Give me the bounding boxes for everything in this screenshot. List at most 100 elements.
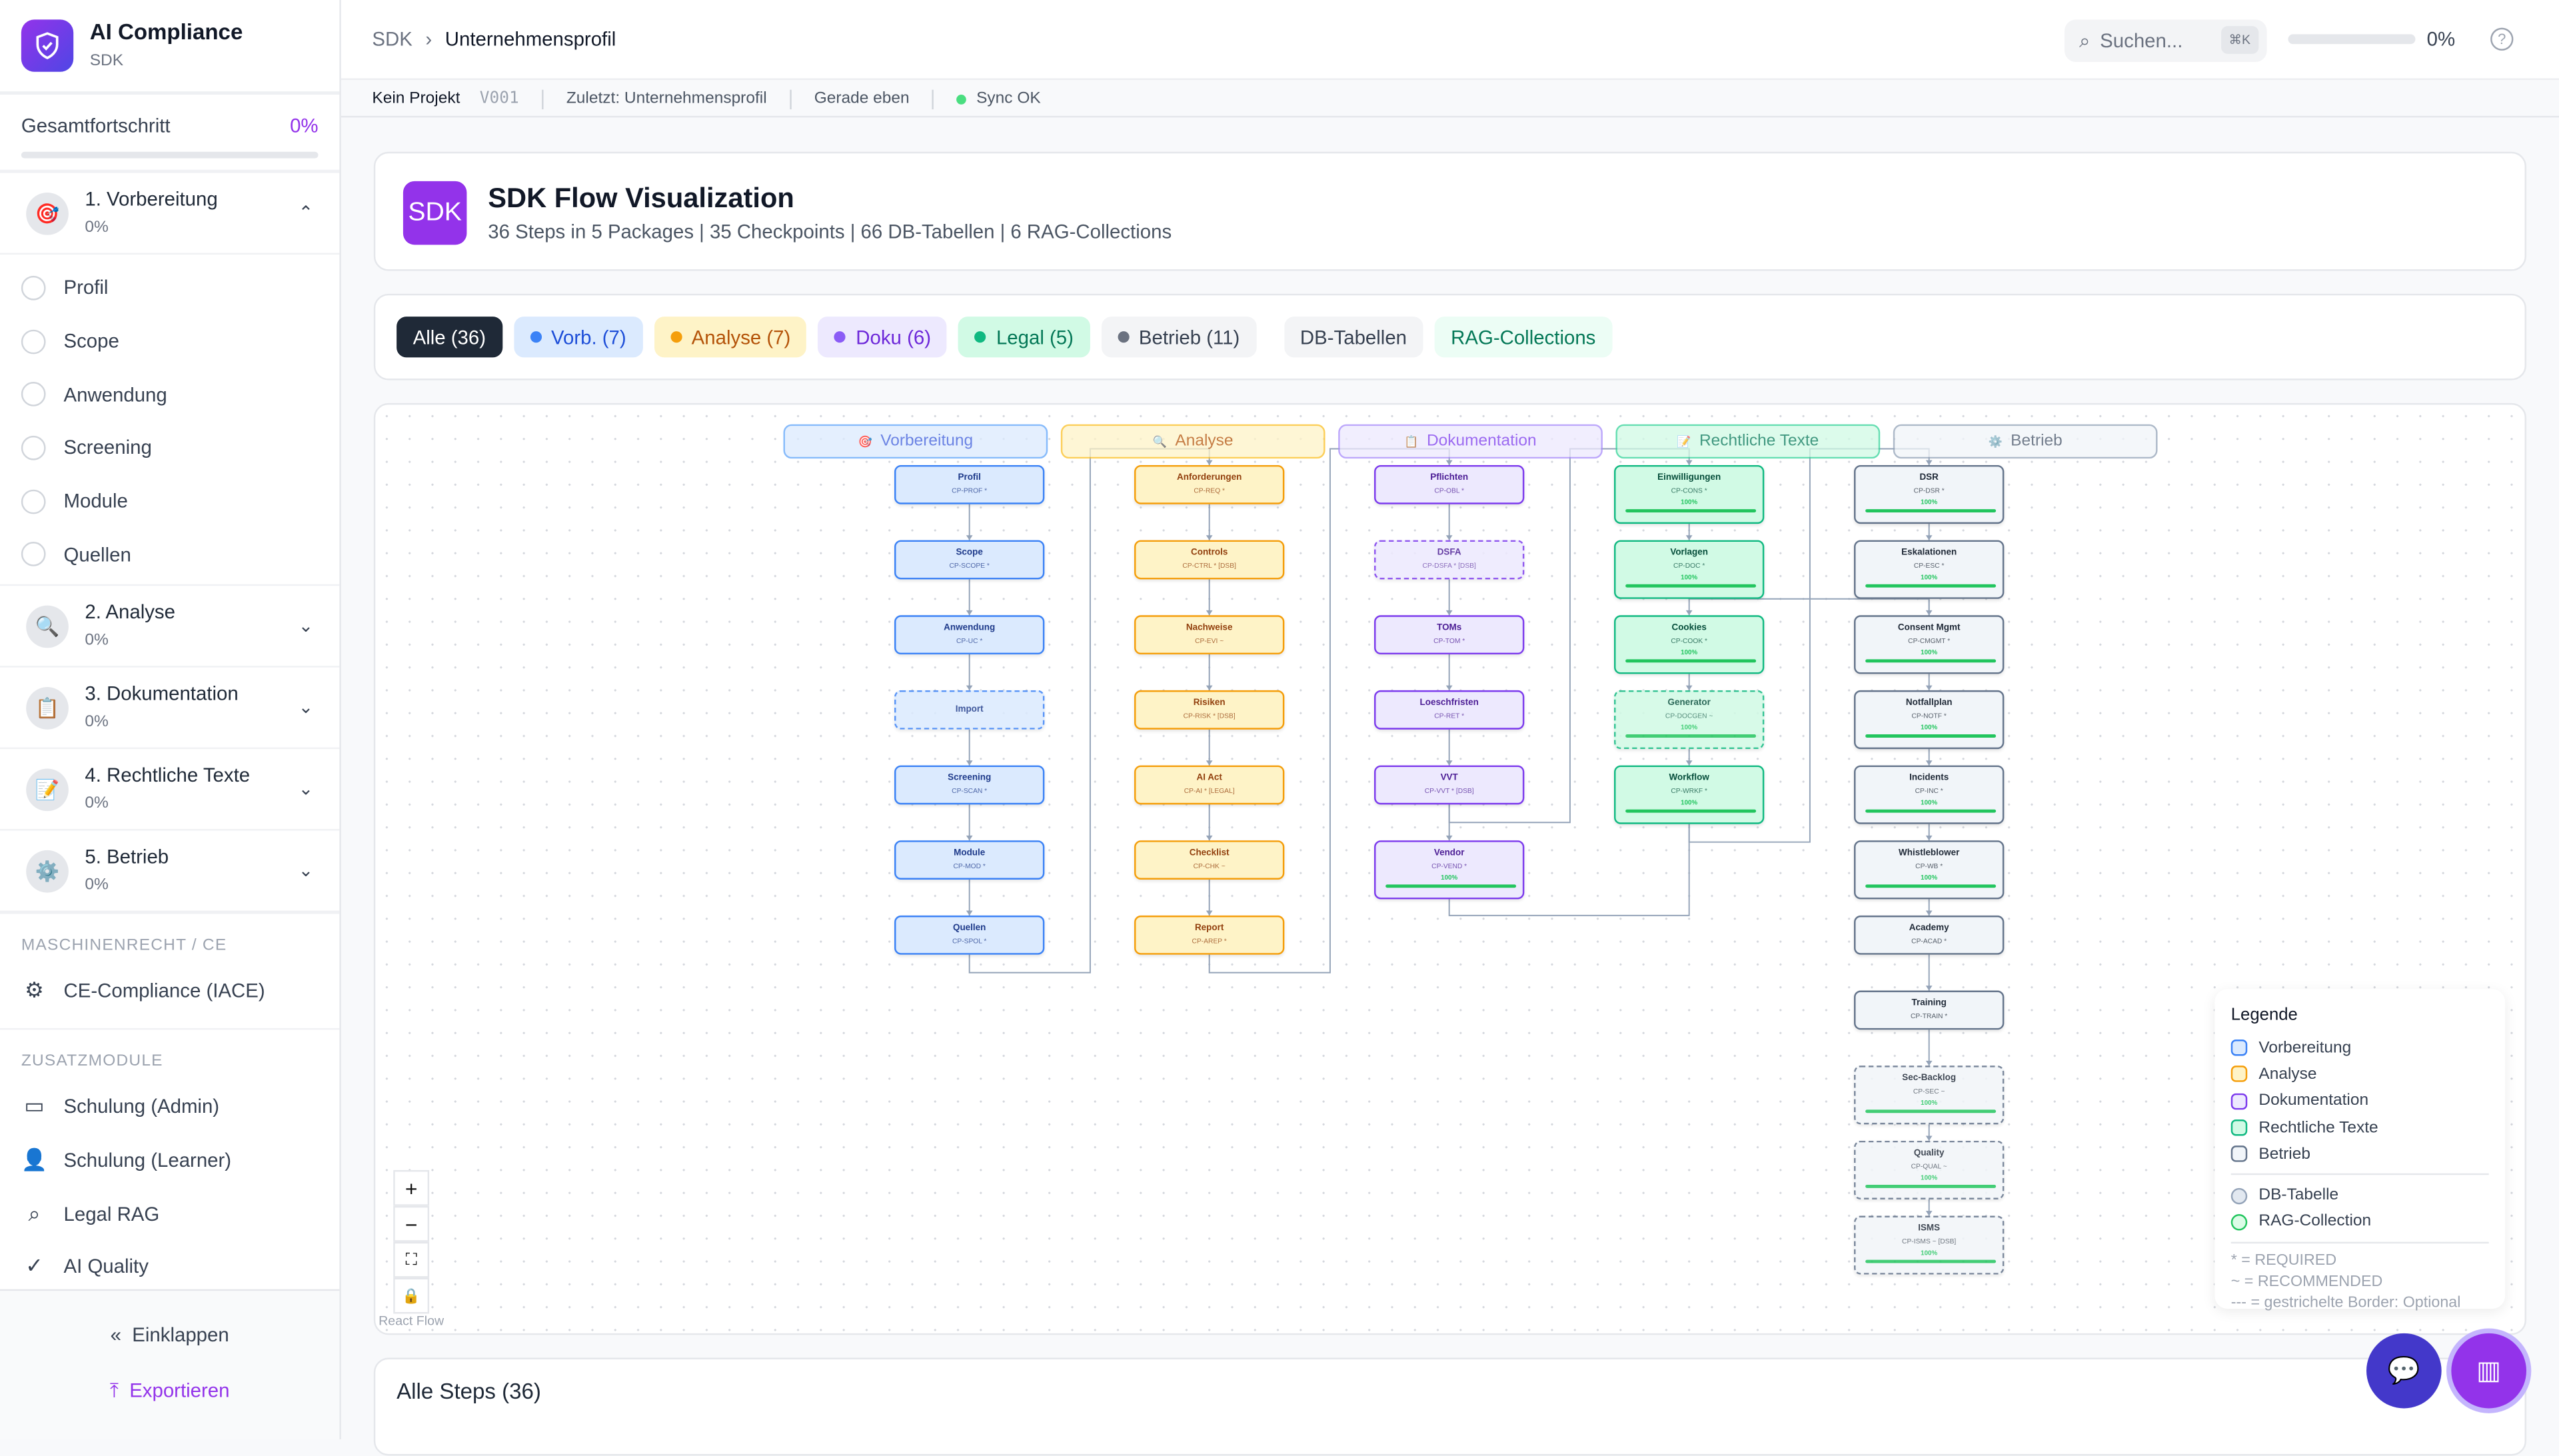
flow-node-anf[interactable]: AnforderungenCP-REQ * — [1134, 465, 1284, 504]
panel-toggle-button[interactable]: ▥ — [2451, 1333, 2526, 1409]
sidebar-package-5[interactable]: ⚙️5. Betrieb0%⌄ — [0, 831, 339, 912]
filter-chip[interactable]: Betrieb (11) — [1102, 317, 1256, 357]
node-checkpoint: CP-ACAD * — [1855, 935, 2002, 946]
flow-node-whistle[interactable]: WhistleblowerCP-WB *100% — [1854, 840, 2004, 899]
extra-label: Schulung (Admin) — [64, 1095, 220, 1118]
package-progress: 0% — [85, 794, 108, 812]
filter-chip[interactable]: Doku (6) — [818, 317, 948, 357]
chevron-down-icon[interactable]: ⌄ — [299, 860, 314, 882]
sidebar-footer: « Einklappen ⤒ Exportieren — [0, 1289, 339, 1439]
node-label: Incidents — [1855, 774, 2002, 785]
flow-node-academy[interactable]: AcademyCP-ACAD * — [1854, 916, 2004, 955]
lock-button[interactable]: 🔒 — [393, 1278, 429, 1314]
flow-node-anwendung[interactable]: AnwendungCP-UC * — [894, 615, 1044, 654]
circle-icon — [21, 436, 46, 460]
search-button[interactable]: ⌕Suchen...⌘K — [2065, 19, 2267, 62]
sidebar-step[interactable]: Screening — [0, 421, 339, 474]
flow-node-pflichten[interactable]: PflichtenCP-OBL * — [1374, 465, 1524, 504]
sidebar-item-ce-compliance[interactable]: ⚙CE-Compliance (IACE) — [0, 965, 339, 1018]
arrow-icon — [1446, 686, 1453, 690]
flow-node-quellen[interactable]: QuellenCP-SPOL * — [894, 916, 1044, 955]
flow-node-isms[interactable]: ISMSCP-ISMS ~ [DSB]100% — [1854, 1215, 2004, 1274]
flow-node-profil[interactable]: ProfilCP-PROF * — [894, 465, 1044, 504]
flow-node-secbacklog[interactable]: Sec-BacklogCP-SEC ~100% — [1854, 1066, 2004, 1124]
arrow-icon — [1686, 460, 1693, 465]
flow-node-quality[interactable]: QualityCP-QUAL ~100% — [1854, 1141, 2004, 1199]
arrow-icon — [1206, 760, 1213, 765]
sidebar-package-1[interactable]: 🎯1. Vorbereitung0%⌃ — [0, 173, 339, 255]
flow-canvas[interactable]: + − ⛶ 🔒 React Flow LegendeVorbereitungAn… — [374, 403, 2526, 1335]
help-icon[interactable]: ? — [2490, 28, 2513, 51]
sidebar-item-extra[interactable]: ✓AI Quality — [0, 1240, 339, 1293]
flow-node-nachweise[interactable]: NachweiseCP-EVI ~ — [1134, 615, 1284, 654]
flow-node-aiact[interactable]: AI ActCP-AI * [LEGAL] — [1134, 766, 1284, 805]
sidebar-step[interactable]: Anwendung — [0, 368, 339, 421]
sidebar-package-2[interactable]: 🔍2. Analyse0%⌄ — [0, 586, 339, 667]
flow-node-notfall[interactable]: NotfallplanCP-NOTF *100% — [1854, 690, 2004, 749]
group-header-dokumentation: 📋Dokumentation — [1338, 424, 1603, 458]
flow-node-dsr[interactable]: DSRCP-DSR *100% — [1854, 465, 2004, 524]
flow-node-eskal[interactable]: EskalationenCP-ESC *100% — [1854, 540, 2004, 599]
flow-node-vorlagen[interactable]: VorlagenCP-DOC *100% — [1614, 540, 1764, 599]
flow-node-scope[interactable]: ScopeCP-SCOPE * — [894, 540, 1044, 580]
react-flow-attribution[interactable]: React Flow — [379, 1313, 444, 1328]
flow-node-module[interactable]: ModuleCP-MOD * — [894, 840, 1044, 880]
filter-chip[interactable]: Legal (5) — [959, 317, 1090, 357]
sidebar-item-extra[interactable]: ▭Schulung (Admin) — [0, 1080, 339, 1133]
filter-chip[interactable]: RAG-Collections — [1435, 317, 1612, 357]
step-label: Anwendung — [64, 383, 167, 406]
sidebar-item-extra[interactable]: ⌕Legal RAG — [0, 1187, 339, 1240]
circle-icon — [21, 275, 46, 300]
flow-node-controls[interactable]: ControlsCP-CTRL * [DSB] — [1134, 540, 1284, 580]
flow-node-vvt[interactable]: VVTCP-VVT * [DSB] — [1374, 766, 1524, 805]
filter-chip[interactable]: Alle (36) — [397, 317, 502, 357]
breadcrumb-root[interactable]: SDK — [372, 28, 412, 51]
flow-node-consent[interactable]: Consent MgmtCP-CMGMT *100% — [1854, 615, 2004, 674]
zoom-in-button[interactable]: + — [393, 1170, 429, 1206]
flow-node-vendor[interactable]: VendorCP-VEND *100% — [1374, 840, 1524, 899]
export-button[interactable]: ⤒ Exportieren — [0, 1379, 339, 1403]
chevron-down-icon[interactable]: ⌄ — [299, 778, 314, 800]
node-label: Vendor — [1375, 848, 1522, 860]
flow-node-cookies[interactable]: CookiesCP-COOK *100% — [1614, 615, 1764, 674]
chat-button[interactable]: 💬 — [2366, 1333, 2442, 1409]
sidebar-package-3[interactable]: 📋3. Dokumentation0%⌄ — [0, 668, 339, 749]
flow-node-workflow[interactable]: WorkflowCP-WRKF *100% — [1614, 766, 1764, 824]
flow-node-einw[interactable]: EinwilligungenCP-CONS *100% — [1614, 465, 1764, 524]
search-icon: ⌕ — [21, 1200, 47, 1226]
flow-node-report[interactable]: ReportCP-AREP * — [1134, 916, 1284, 955]
sidebar-step[interactable]: Quellen — [0, 528, 339, 581]
node-progress: 100% — [1855, 1173, 2002, 1181]
filter-chip[interactable]: Analyse (7) — [654, 317, 806, 357]
flow-node-generator[interactable]: GeneratorCP-DOCGEN ~100% — [1614, 690, 1764, 749]
flow-node-dsfa[interactable]: DSFACP-DSFA * [DSB] — [1374, 540, 1524, 580]
sidebar-step[interactable]: Profil — [0, 261, 339, 315]
flow-node-toms[interactable]: TOMsCP-TOM * — [1374, 615, 1524, 654]
flow-node-checklist[interactable]: ChecklistCP-CHK ~ — [1134, 840, 1284, 880]
flow-node-training[interactable]: TrainingCP-TRAIN * — [1854, 991, 2004, 1030]
flow-node-incidents[interactable]: IncidentsCP-INC *100% — [1854, 766, 2004, 824]
sidebar-step[interactable]: Scope — [0, 315, 339, 368]
node-label: Loeschfristen — [1375, 698, 1522, 710]
step-label: Screening — [64, 436, 152, 459]
sidebar-item-extra[interactable]: 👤Schulung (Learner) — [0, 1133, 339, 1187]
fit-view-button[interactable]: ⛶ — [393, 1242, 429, 1278]
flow-node-screening[interactable]: ScreeningCP-SCAN * — [894, 766, 1044, 805]
package-label: 3. Dokumentation — [85, 682, 298, 704]
arrow-icon — [1926, 1135, 1933, 1140]
filter-chip[interactable]: Vorb. (7) — [514, 317, 643, 357]
filter-label: RAG-Collections — [1451, 326, 1595, 349]
dot-icon — [975, 331, 986, 343]
chevron-down-icon[interactable]: ⌄ — [299, 697, 314, 718]
export-label: Exportieren — [129, 1379, 229, 1401]
sidebar-package-4[interactable]: 📝4. Rechtliche Texte0%⌄ — [0, 749, 339, 830]
chevron-up-icon[interactable]: ⌃ — [299, 203, 314, 224]
filter-chip[interactable]: DB-Tabellen — [1283, 317, 1423, 357]
flow-node-risiken[interactable]: RisikenCP-RISK * [DSB] — [1134, 690, 1284, 730]
collapse-button[interactable]: « Einklappen — [0, 1323, 339, 1346]
sidebar-step[interactable]: Module — [0, 474, 339, 528]
zoom-out-button[interactable]: − — [393, 1206, 429, 1242]
flow-node-loesch[interactable]: LoeschfristenCP-RET * — [1374, 690, 1524, 730]
flow-node-import[interactable]: Import — [894, 690, 1044, 730]
chevron-down-icon[interactable]: ⌄ — [299, 616, 314, 637]
